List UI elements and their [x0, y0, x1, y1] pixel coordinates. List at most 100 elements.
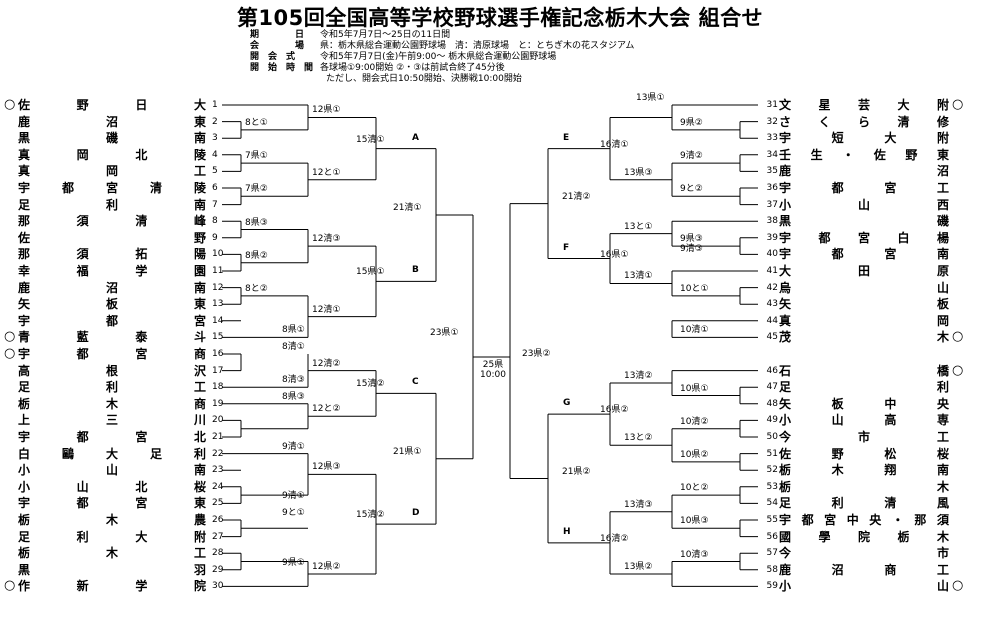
team-name: 足利工 — [18, 380, 206, 395]
team-name: 小山北桜 — [18, 479, 206, 494]
team-number: 8 — [212, 216, 218, 227]
block-letter: F — [563, 242, 570, 253]
team-name: 幸福学園 — [18, 264, 206, 278]
team-number: 14 — [212, 315, 224, 326]
match-label: 15清② — [356, 379, 385, 390]
match-label: 13県③ — [624, 167, 653, 178]
final-venue: 25県 — [482, 360, 504, 370]
block-letter: G — [563, 398, 571, 409]
team-name: 黒羽 — [18, 562, 206, 577]
team-number: 45 — [766, 332, 778, 343]
team-number: 29 — [212, 564, 224, 575]
team-number: 55 — [766, 515, 778, 525]
team-number: 50 — [766, 432, 778, 442]
team-number: 23 — [212, 465, 224, 476]
match-label: 16清② — [600, 533, 629, 544]
team-name: 文星芸大附 — [779, 98, 949, 112]
team-number: 33 — [766, 133, 778, 144]
team-name: 白鷗大足利 — [18, 446, 206, 461]
team-number: 40 — [766, 249, 778, 260]
team-number: 32 — [766, 116, 778, 127]
match-label: 8清③ — [282, 375, 305, 386]
team-number: 49 — [766, 415, 778, 426]
match-label: 21県② — [562, 466, 591, 477]
team-number: 44 — [766, 315, 778, 326]
team-number: 16 — [212, 349, 224, 359]
team-number: 41 — [766, 266, 778, 276]
match-label: 15県① — [356, 267, 385, 278]
match-label: 12県③ — [312, 462, 341, 473]
match-label: 13県① — [636, 93, 665, 103]
final-label: 25県 10:00 — [473, 360, 513, 380]
match-label: 8県② — [245, 250, 268, 261]
match-label: 12清② — [312, 358, 341, 369]
match-label: 9県③ — [680, 234, 703, 245]
team-number: 43 — [766, 299, 778, 310]
team-name: 真岡工 — [18, 164, 206, 179]
team-number: 2 — [212, 116, 218, 127]
info-row-time: 開 始 時 間各球場①9:00開始 ②・③は前試合終了45分後 — [250, 63, 505, 73]
match-label: 9清① — [282, 491, 305, 502]
team-number: 54 — [766, 498, 778, 509]
match-label: 15清② — [356, 510, 385, 521]
team-number: 58 — [766, 564, 778, 575]
match-label: 10と② — [680, 483, 709, 494]
team-name: 黒磯 — [779, 214, 949, 229]
team-name: さくら清修 — [779, 114, 949, 129]
match-label: 12清① — [312, 304, 341, 315]
seed-mark: ○ — [4, 346, 16, 361]
team-number: 7 — [212, 199, 218, 210]
match-label: 10清② — [680, 416, 709, 427]
match-label: 12と② — [312, 404, 341, 415]
team-name: 鹿沼 — [779, 164, 949, 179]
match-label: 10清③ — [680, 549, 709, 560]
info-row-ceremony: 開 会 式令和5年7月7日(金)午前9:00～ 栃木県総合運動公園野球場 — [250, 52, 557, 62]
match-label: 9県① — [282, 557, 305, 568]
match-label: 9と① — [282, 508, 305, 518]
team-number: 15 — [212, 332, 224, 343]
team-name: 國學院栃木 — [779, 529, 949, 544]
team-number: 59 — [766, 581, 778, 592]
team-name: 矢板東 — [18, 297, 206, 312]
team-name: 鹿沼商工 — [779, 562, 949, 577]
team-name: 鹿沼南 — [18, 280, 206, 295]
block-letter: B — [412, 265, 419, 276]
team-name: 宇都宮工 — [779, 181, 949, 195]
match-label: 13清③ — [624, 499, 653, 510]
block-letter: D — [412, 508, 420, 519]
team-name: 宇都宮南 — [779, 247, 949, 262]
team-name: 栃木農 — [18, 513, 206, 527]
team-number: 25 — [212, 498, 224, 509]
seed-mark: ○ — [4, 329, 16, 345]
team-number: 51 — [766, 448, 778, 459]
match-label: 12と① — [312, 167, 341, 178]
match-label: 13と① — [624, 221, 653, 232]
team-number: 10 — [212, 249, 224, 260]
team-number: 36 — [766, 183, 778, 193]
team-number: 18 — [212, 382, 224, 393]
team-number: 12 — [212, 282, 224, 293]
team-name: 栃木 — [779, 479, 949, 494]
match-label: 7県① — [245, 151, 268, 162]
team-name: 矢板中央 — [779, 396, 949, 411]
team-name: 足利清風 — [779, 496, 949, 511]
team-number: 9 — [212, 232, 218, 243]
team-name: 壬生・佐野東 — [779, 147, 949, 162]
team-name: 佐野日大 — [18, 98, 206, 112]
team-name: 小山南 — [18, 463, 206, 478]
team-number: 5 — [212, 166, 218, 177]
page-title: 第105回全国高等学校野球選手権記念栃木大会 組合せ — [236, 6, 764, 30]
seed-mark: ○ — [952, 362, 964, 378]
team-name: 足利南 — [18, 197, 206, 212]
seed-mark: ○ — [952, 578, 964, 594]
team-name: 足利 — [779, 380, 949, 395]
info-note: ただし、開会式日10:50開始、決勝戦10:00開始 — [326, 74, 522, 84]
match-label: 12清③ — [312, 234, 341, 245]
team-number: 19 — [212, 398, 224, 409]
team-name: 茂木 — [779, 330, 949, 345]
team-name: 小山西 — [779, 197, 949, 212]
match-label: 21清② — [562, 191, 591, 202]
block-letter: E — [563, 132, 570, 143]
team-name: 作新学院 — [18, 579, 206, 594]
match-label: 13と② — [624, 433, 653, 444]
